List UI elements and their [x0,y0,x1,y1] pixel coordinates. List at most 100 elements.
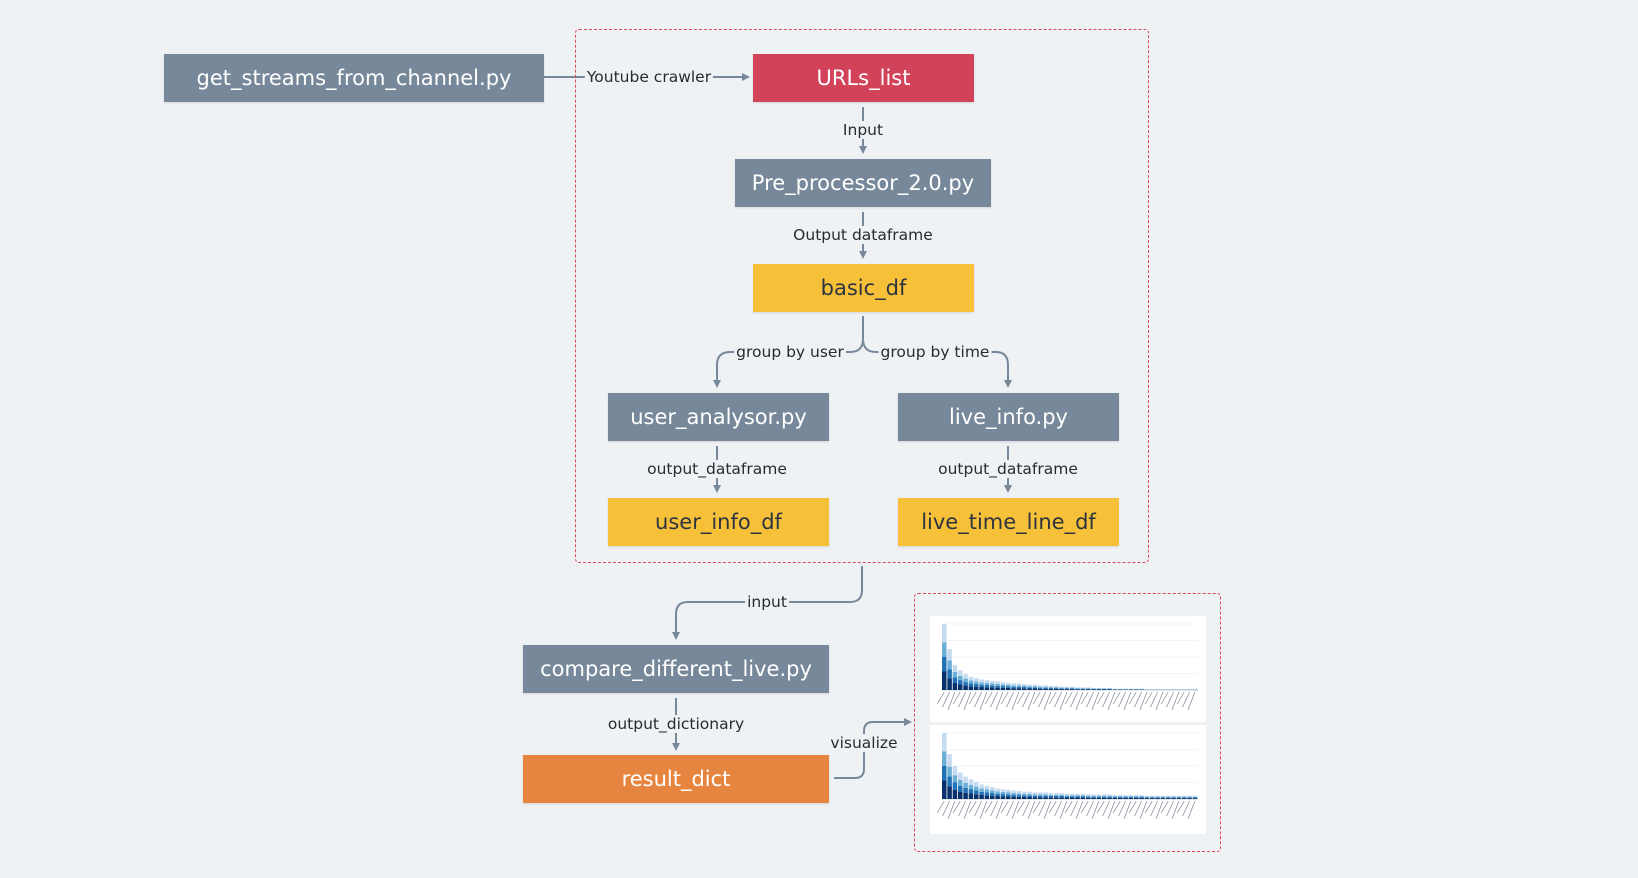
thumb-top-tick-label [1048,691,1057,705]
thumb-bottom-bar-segment [979,794,984,799]
thumb-top-tick-label [1166,691,1174,708]
thumb-bottom-bar-segment [1139,797,1144,799]
thumb-top-bar-segment [1006,684,1011,687]
thumb-top-bar-segment [1102,689,1107,690]
thumb-top-bar-segment [1022,688,1027,690]
node-result-dict[interactable]: result_dict [523,755,829,803]
thumb-top-bar-segment [1070,688,1075,690]
node-user-info-df[interactable]: user_info_df [608,498,829,546]
thumb-bottom-bar-segment [963,792,968,799]
node-get-streams-from-channel[interactable]: get_streams_from_channel.py [164,54,544,102]
thumb-bottom-bar-segment [1000,789,1006,792]
thumb-top-bar-segment [1038,685,1043,687]
thumb-bottom-bar-segment [1043,794,1048,796]
thumb-bottom-bar-segment [1155,798,1160,799]
thumb-bottom-bar-segment [974,781,979,787]
thumb-bottom-bar-segment [1022,791,1027,794]
thumb-top-bar-segment [942,642,947,657]
thumb-bottom-tick-label [995,800,1004,820]
edge-label-youtube-crawler: Youtube crawler [584,68,714,86]
thumb-bottom-tick-label [1128,800,1137,814]
thumb-top-bar-segment [1006,687,1011,690]
thumb-bottom-bar-segment [1032,795,1038,798]
thumb-top-bar-segment [958,680,963,685]
thumb-bottom-bar-segment [1166,797,1171,799]
thumb-top-bar-segment [990,680,995,684]
thumb-top-bar-segment [1027,684,1032,687]
thumb-top-bar-segment [979,682,984,685]
edge-label-user-output: output_dataframe [645,460,789,478]
node-live-time-line-df[interactable]: live_time_line_df [898,498,1119,546]
thumb-bottom-bar-segment [984,795,990,799]
thumb-bottom-bar-segment [995,788,1000,792]
thumb-bottom-bar-segment [1054,796,1059,798]
thumb-top-bar-segment [974,686,979,690]
thumb-top-bar-segment [995,687,1000,690]
node-live-info[interactable]: live_info.py [898,393,1119,441]
thumb-top-bar-segment [1054,688,1059,690]
thumb-top-tick-label [1128,691,1137,705]
thumb-bottom-tick-label [1054,800,1062,817]
thumb-top-tick-label [1150,691,1158,708]
thumb-bottom-bar-segment [952,789,958,799]
thumb-top-bar-segment [974,684,979,687]
thumb-top-tick-label [1171,691,1180,711]
thumb-bottom-tick-label [1027,800,1036,820]
thumb-bottom-tick-label [1102,800,1110,817]
thumb-bottom-tick-label [1022,800,1030,817]
thumb-bottom-tick-label [1160,800,1169,814]
node-user-analysor[interactable]: user_analysor.py [608,393,829,441]
edge-group-by-time [862,338,1012,388]
thumb-top-bar-segment [1043,687,1048,689]
thumb-top-bar-segment [1027,686,1032,688]
thumb-top-bar-segment [1070,686,1075,688]
thumb-bottom-bar-segment [1091,796,1096,798]
thumb-bottom-tick-label [1080,800,1089,814]
thumb-top-bar-segment [942,671,947,690]
thumb-top-bar-segment [1000,684,1006,687]
thumb-bottom-bar-segment [1075,797,1080,799]
thumb-bottom-bar-segment [984,792,990,796]
thumb-top-tick-label [1102,691,1110,708]
thumb-bottom-bar-segment [1075,793,1080,796]
thumb-bottom-tick-label [1032,800,1041,814]
thumb-bottom-bar-segment [1032,792,1038,795]
thumb-top-bar-segment [995,685,1000,688]
thumb-top-bar-segment [952,682,958,690]
thumb-bottom-tick-label [990,800,998,817]
node-pre-processor[interactable]: Pre_processor_2.0.py [735,159,991,207]
edge-label-live-output: output_dataframe [936,460,1080,478]
thumb-top-tick-label [1011,691,1020,711]
thumb-top-bar-segment [1011,683,1016,686]
thumb-top-bar-segment [952,671,958,678]
thumb-bottom-bar-segment [1048,797,1054,799]
thumb-top-tick-label [1059,691,1068,711]
thumb-bottom-bar-segment [1011,790,1016,793]
thumb-top-bar-segment [942,657,947,672]
thumb-bottom-bar-segment [1016,796,1022,799]
node-urls-list[interactable]: URLs_list [753,54,974,102]
thumb-bottom-tick-label [947,800,956,820]
thumb-bottom-bar-segment [1134,797,1139,798]
thumb-top-bar-segment [1086,688,1091,690]
thumb-bottom-bar-segment [1150,796,1155,798]
node-compare-different-live[interactable]: compare_different_live.py [523,645,829,693]
thumb-top-bar-segment [1048,688,1054,689]
thumb-top-bar-segment [1048,686,1054,688]
thumb-top-bar-segment [1080,689,1086,690]
thumb-top-tick-label [990,691,998,708]
thumb-bottom-bar-segment [1187,795,1192,797]
node-basic-df[interactable]: basic_df [753,264,974,312]
thumb-bottom-bar-segment [1070,797,1075,799]
thumb-bottom-bar-segment [1006,789,1011,793]
thumb-top-bar-segment [1070,689,1075,690]
thumb-bottom-bar-segment [947,754,952,767]
thumb-bottom-tick-label [1064,800,1073,814]
thumb-top-bar-segment [1054,688,1059,689]
thumb-bottom-bar-segment [942,733,947,752]
thumb-bottom-tick-label [1048,800,1057,814]
thumb-top-tick-label [1006,691,1014,708]
thumb-bottom-bar-segment [1160,798,1166,799]
thumb-bottom-bar-segment [1139,797,1144,798]
thumb-top-tick-label [1176,691,1185,705]
